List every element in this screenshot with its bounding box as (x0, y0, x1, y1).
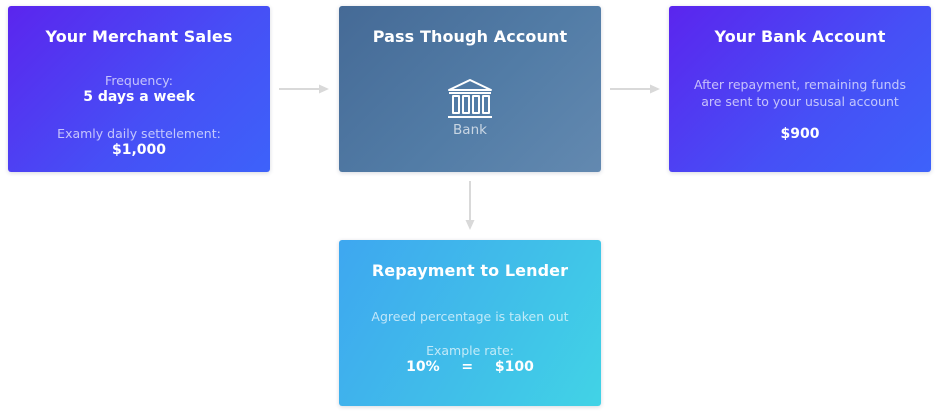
bank-icon-label: Bank (453, 122, 487, 138)
pass-through-account-card: Pass Though Account Bank (339, 6, 601, 172)
repayment-title: Repayment to Lender (371, 261, 569, 280)
arrow-pass-to-bank (610, 84, 660, 94)
rate-label: Example rate: (426, 343, 514, 358)
merchant-sales-card: Your Merchant Sales Frequency: 5 days a … (8, 6, 270, 172)
bank-description-line2: are sent to your ususal account (701, 94, 899, 109)
settlement-label: Examly daily settelement: (57, 126, 221, 141)
rate-equals: = (461, 359, 474, 375)
settlement-value: $1,000 (111, 142, 167, 158)
merchant-sales-title: Your Merchant Sales (45, 27, 233, 46)
frequency-value: 5 days a week (83, 89, 195, 105)
rate-equation: 10% = $100 (339, 359, 601, 376)
frequency-label: Frequency: (105, 73, 173, 88)
arrow-pass-to-repayment (465, 181, 475, 230)
rate-percent: 10% (406, 359, 440, 375)
rate-amount: $100 (494, 359, 534, 375)
pass-through-title: Pass Though Account (372, 27, 568, 46)
bank-account-card: Your Bank Account After repayment, remai… (669, 6, 931, 172)
bank-account-title: Your Bank Account (714, 27, 886, 46)
repayment-description: Agreed percentage is taken out (371, 309, 569, 324)
bank-amount: $900 (780, 126, 820, 142)
bank-icon (448, 79, 492, 118)
arrow-merchant-to-pass (279, 84, 329, 94)
bank-description-line1: After repayment, remaining funds (694, 77, 906, 92)
repayment-to-lender-card: Repayment to Lender Agreed percentage is… (339, 240, 601, 406)
